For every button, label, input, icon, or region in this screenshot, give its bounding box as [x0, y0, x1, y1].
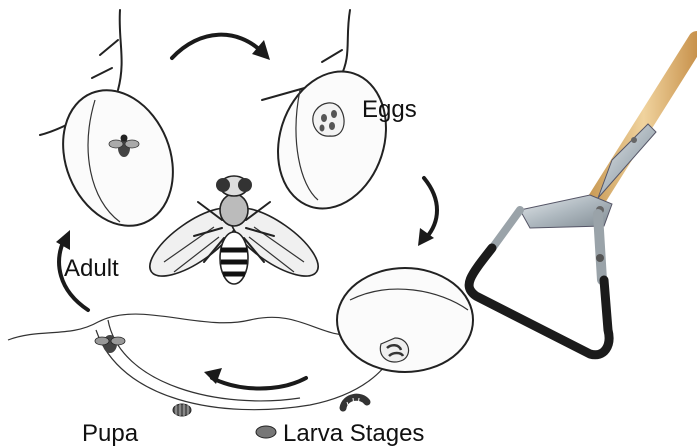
fruit-with-fly	[40, 10, 192, 242]
label-larva-stages: Larva Stages	[283, 420, 424, 446]
label-adult: Adult	[64, 255, 119, 282]
pupa-icon	[173, 404, 191, 416]
fruit-with-eggs: Eggs	[261, 10, 417, 223]
fallen-fruit-with-larva	[337, 268, 473, 372]
egg-cluster-icon	[313, 103, 344, 136]
arrow-pupa-to-adult: Adult	[56, 230, 119, 310]
pupa-case-icon	[256, 426, 276, 438]
label-pupa: Pupa	[82, 420, 139, 446]
arrow-eggs-to-larva	[418, 178, 437, 246]
label-eggs: Eggs	[362, 96, 417, 123]
arrow-adult-to-eggs	[172, 35, 270, 60]
arrow-larva-to-pupa	[204, 368, 306, 389]
emerging-fly-icon	[95, 335, 125, 353]
larva-icon	[343, 397, 367, 408]
hoe-tool-icon	[469, 40, 697, 355]
